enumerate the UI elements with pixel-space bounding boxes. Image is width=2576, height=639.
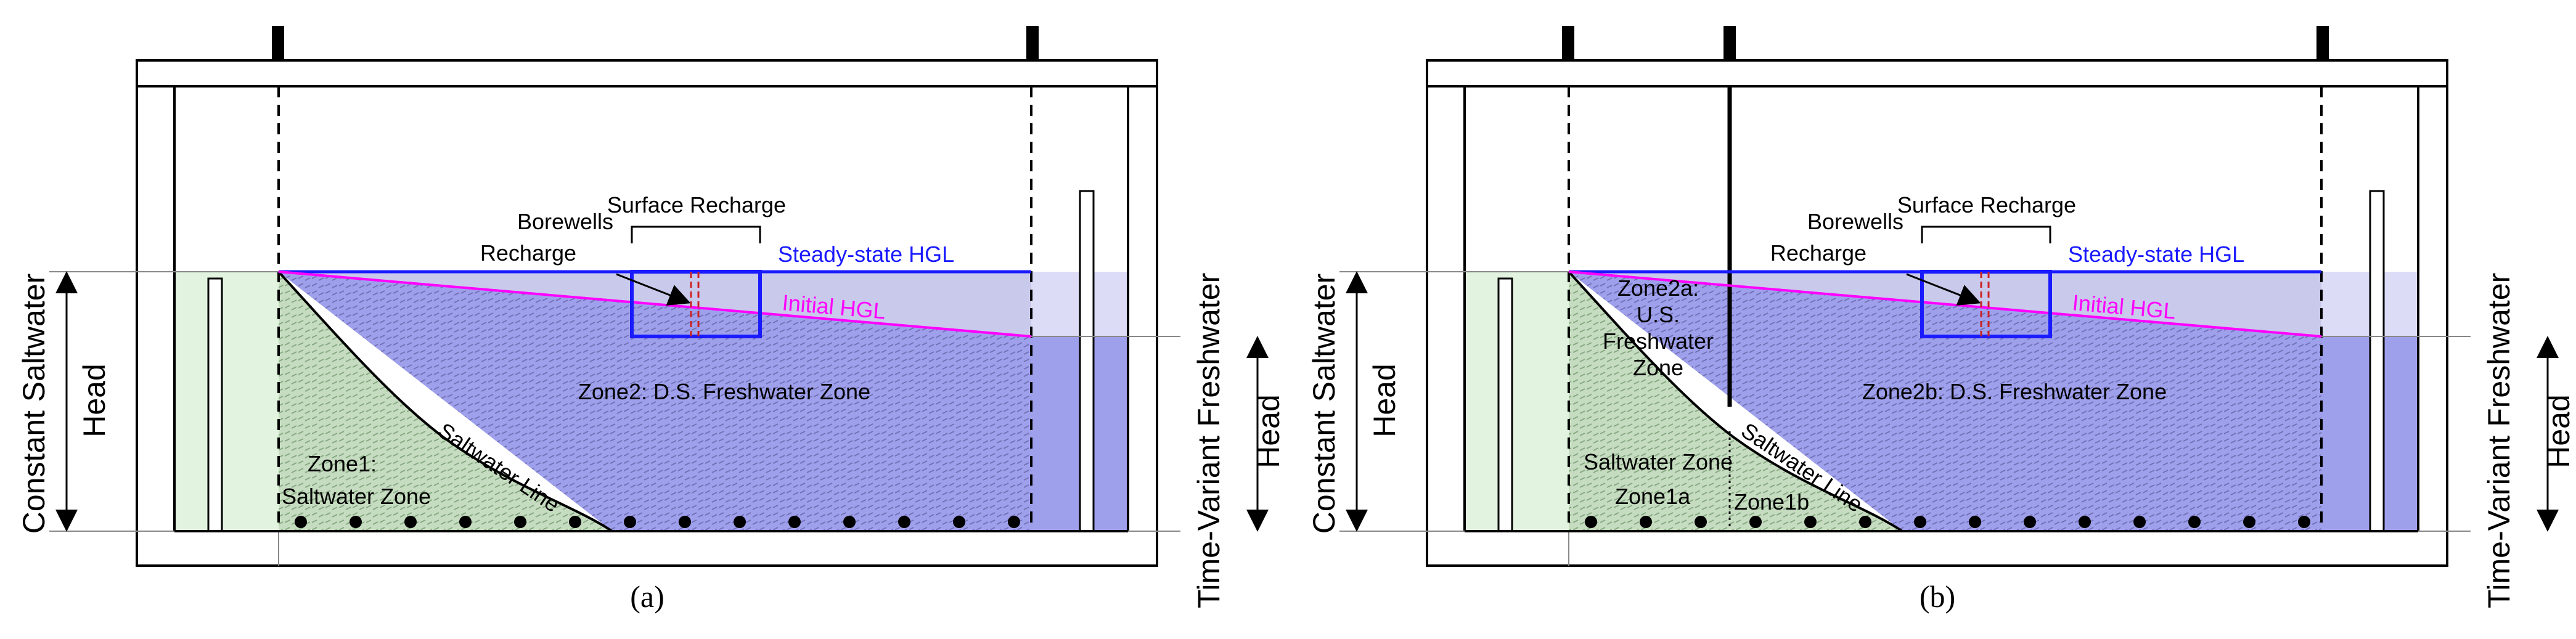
surface-recharge-bracket: [1921, 226, 2051, 243]
zone2b-label: Zone2b: D.S. Freshwater Zone: [1862, 379, 2167, 404]
recharge-box: [630, 270, 762, 338]
panel-a: Surface Recharge Borewells Recharge Stea…: [17, 26, 1286, 614]
borewells-label: Recharge: [480, 240, 576, 266]
zone1-label: Saltwater Zone: [282, 484, 431, 509]
standpipe: [207, 277, 223, 532]
borewells-label: Borewells: [517, 209, 613, 234]
post: [1562, 26, 1574, 60]
standpipe: [2369, 190, 2385, 532]
left-head-label: Constant Saltwater: [1307, 274, 1341, 534]
initial-hgl: [1568, 271, 2322, 338]
freshwater-zone-hatch: [1569, 272, 2321, 531]
saltwater-reservoir: [1466, 272, 1569, 531]
right-head-sub: Head: [2541, 394, 2576, 468]
borewells-arrow: [616, 273, 691, 306]
saltwater-zone-label: Saltwater Zone: [1584, 449, 1733, 474]
steady-state-hgl-label: Steady-state HGL: [778, 242, 954, 267]
panel-b: Surface Recharge Borewells Recharge Stea…: [1307, 26, 2576, 614]
post: [272, 26, 284, 60]
saltwater-reservoir: [176, 272, 279, 531]
zone1b-label: Zone1b: [1734, 489, 1809, 515]
zone1-label: Zone1:: [308, 451, 377, 476]
saltwater-line: [277, 271, 613, 532]
standpipe: [1497, 277, 1513, 532]
panel-caption: (b): [1920, 579, 1955, 614]
drain-points: [1585, 516, 2310, 528]
right-head-label: Time-Variant Freshwater: [2482, 273, 2516, 609]
steady-state-hgl-label: Steady-state HGL: [2068, 242, 2244, 267]
right-head-label: Time-Variant Freshwater: [1192, 273, 1226, 609]
zone2-label: Zone2: D.S. Freshwater Zone: [578, 379, 870, 404]
surface-recharge-label: Surface Recharge: [607, 192, 786, 218]
post: [1026, 26, 1039, 60]
left-head-sub: Head: [77, 364, 112, 438]
saltwater-zone-hatch: [279, 272, 612, 531]
freshwater-zone-hatch: [279, 272, 1031, 531]
saltwater-line: [1568, 271, 1903, 532]
borewells-label: Recharge: [1770, 240, 1867, 266]
left-head-sub: Head: [1367, 364, 1402, 438]
zone2a-label: U.S.: [1637, 302, 1680, 327]
post: [1723, 26, 1736, 60]
zone2a-label: Zone: [1633, 355, 1683, 380]
recharge-box: [1920, 270, 2052, 338]
borewells-arrow: [1906, 273, 1981, 306]
borewells-label: Borewells: [1807, 209, 1903, 234]
saltwater-zone-hatch: [1569, 272, 1902, 531]
initial-hgl: [278, 271, 1032, 338]
surface-recharge-label: Surface Recharge: [1897, 192, 2076, 218]
post: [2316, 26, 2329, 60]
drain-points: [295, 516, 1020, 528]
zone2a-label: Zone2a:: [1617, 275, 1699, 301]
surface-recharge-bracket: [631, 226, 761, 243]
panel-caption: (a): [630, 579, 664, 614]
standpipe: [1079, 190, 1095, 532]
zone2a-label: Freshwater: [1603, 328, 1714, 354]
right-head-sub: Head: [1251, 394, 1286, 468]
left-head-label: Constant Saltwater: [17, 274, 51, 534]
zone1a-label: Zone1a: [1615, 484, 1691, 509]
